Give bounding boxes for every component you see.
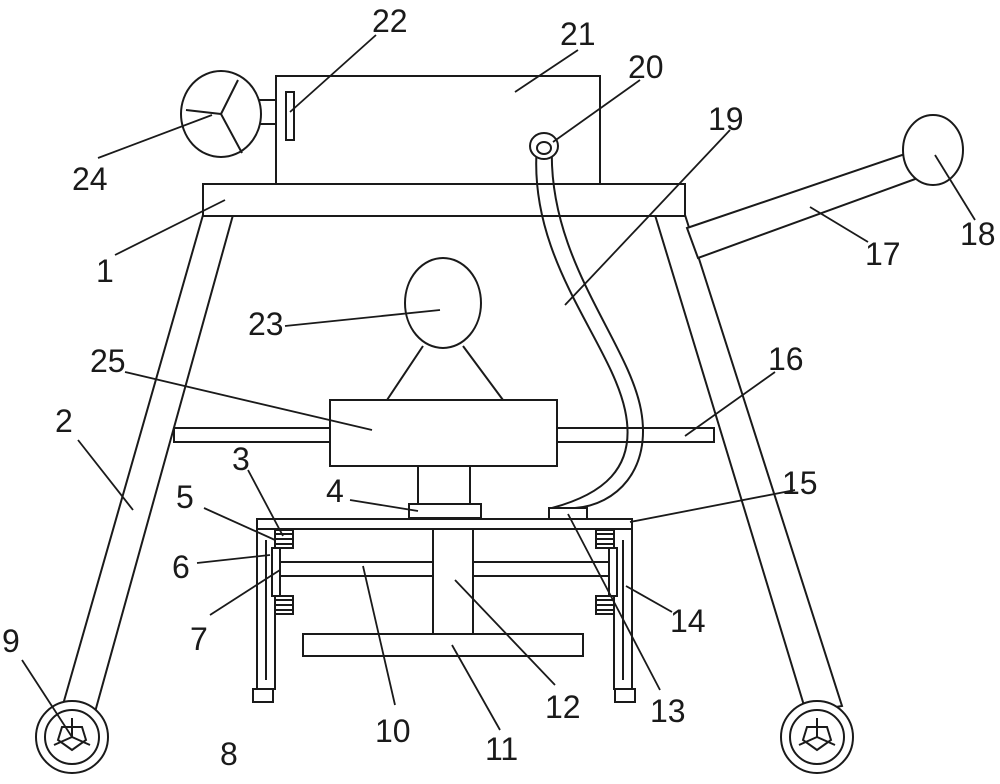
label-4: 4 <box>326 473 344 509</box>
label-18: 18 <box>960 216 996 252</box>
label-23: 23 <box>248 306 284 342</box>
vertical-shaft <box>432 528 474 635</box>
leader-3 <box>247 469 284 537</box>
label-1: 1 <box>96 253 114 289</box>
leader-13 <box>567 513 661 691</box>
left-foot <box>252 688 274 703</box>
leader-1 <box>114 199 226 256</box>
left-spring-upper-coil <box>276 533 292 545</box>
leader-10 <box>362 565 396 706</box>
leader-14 <box>625 585 673 613</box>
upper-box <box>275 75 601 185</box>
valve-flange <box>285 91 295 141</box>
label-8: 8 <box>220 736 238 772</box>
label-9: 9 <box>2 623 20 659</box>
top-plate <box>202 183 686 217</box>
motor-housing <box>329 399 558 467</box>
leader-16 <box>684 371 776 437</box>
leader-2 <box>77 439 134 511</box>
label-17: 17 <box>865 236 901 272</box>
right-wheel-hub <box>798 718 836 752</box>
hose-nozzle-inner <box>536 141 552 155</box>
leader-25 <box>124 371 373 431</box>
label-12: 12 <box>545 689 581 725</box>
right-slider <box>608 547 618 597</box>
hose-outline-1 <box>535 144 629 509</box>
label-20: 20 <box>628 49 664 85</box>
label-24: 24 <box>72 161 108 197</box>
motor-support <box>386 345 504 401</box>
label-14: 14 <box>670 603 706 639</box>
label-13: 13 <box>650 693 686 729</box>
leader-24 <box>97 114 213 159</box>
label-22: 22 <box>372 3 408 39</box>
right-spring-lower-coil <box>597 599 613 611</box>
bottom-plate <box>302 633 584 657</box>
upper-shaft <box>417 465 471 505</box>
label-5: 5 <box>176 479 194 515</box>
label-6: 6 <box>172 549 190 585</box>
label-25: 25 <box>90 343 126 379</box>
leader-4 <box>349 499 419 512</box>
label-21: 21 <box>560 16 596 52</box>
right-spring-upper-coil <box>597 533 613 545</box>
motor <box>404 257 482 349</box>
leader-20 <box>552 79 641 143</box>
label-16: 16 <box>768 341 804 377</box>
leader-23 <box>284 309 441 327</box>
leader-11 <box>451 644 501 731</box>
leader-lines <box>21 34 976 738</box>
handwheel-spokes <box>185 79 243 154</box>
leader-12 <box>454 579 556 686</box>
label-7: 7 <box>190 621 208 657</box>
leader-6 <box>196 554 271 564</box>
leader-5 <box>203 507 276 541</box>
label-3: 3 <box>232 441 250 477</box>
left-wheel-hub <box>53 718 91 752</box>
label-10: 10 <box>375 713 411 749</box>
leader-21 <box>514 49 579 93</box>
label-19: 19 <box>708 101 744 137</box>
leader-19 <box>564 129 731 306</box>
leader-17 <box>809 206 869 243</box>
leader-15 <box>629 489 796 523</box>
label-2: 2 <box>55 403 73 439</box>
leader-22 <box>289 34 377 113</box>
right-foot <box>614 688 636 703</box>
label-15: 15 <box>782 465 818 501</box>
hose-outline-2 <box>550 144 644 509</box>
leader-9 <box>21 659 73 738</box>
leader-7 <box>209 569 281 616</box>
coupling <box>408 503 482 519</box>
handle-knob <box>902 114 964 186</box>
label-11: 11 <box>485 731 518 767</box>
leader-18 <box>934 154 976 221</box>
left-spring-lower-coil <box>276 599 292 611</box>
